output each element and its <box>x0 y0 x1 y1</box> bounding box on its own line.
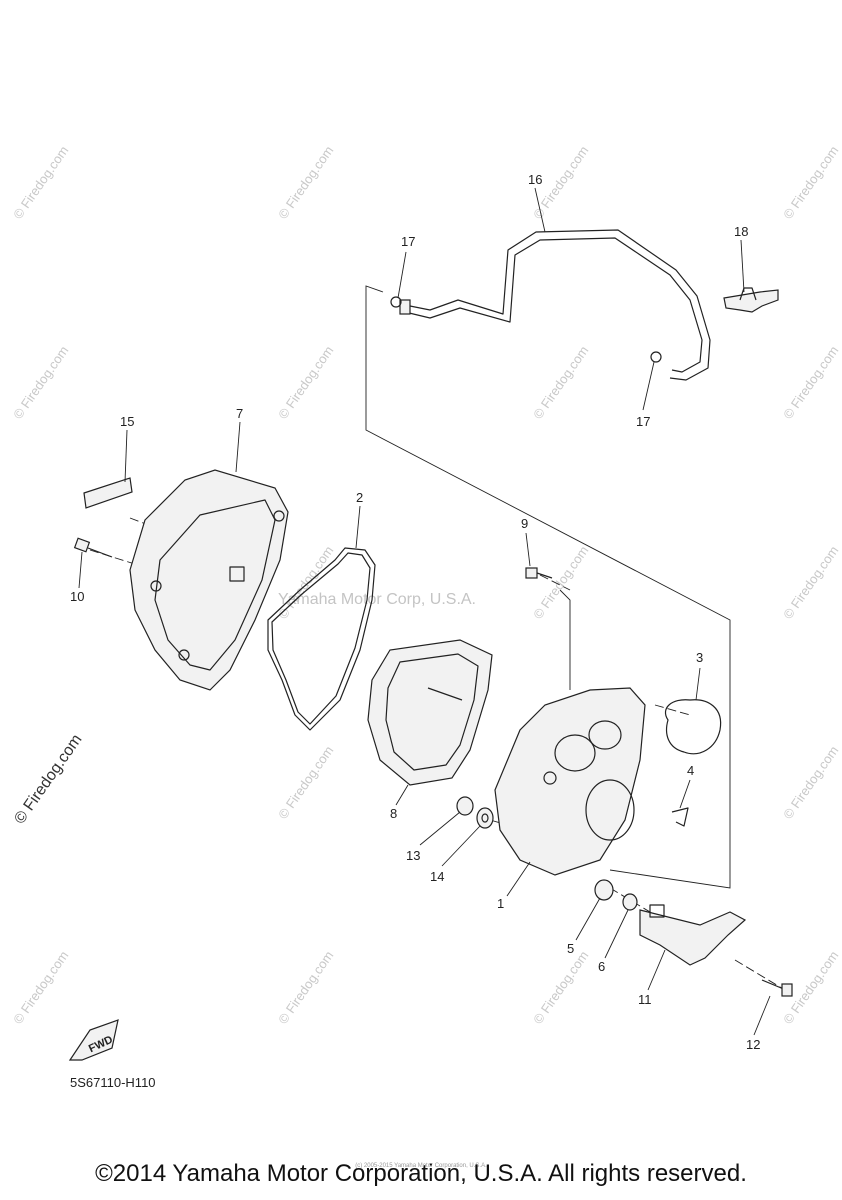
watermark: © Firedog.com <box>11 731 85 827</box>
watermark: © Firedog.com <box>275 743 336 822</box>
callout-13: 13 <box>406 848 420 863</box>
housing-1 <box>494 687 646 876</box>
callout-1: 1 <box>497 896 504 911</box>
watermark: © Firedog.com <box>275 948 336 1027</box>
watermark: © Firedog.com <box>10 343 71 422</box>
watermark: © Firedog.com <box>530 543 591 622</box>
clamp-18 <box>723 287 779 313</box>
bolt-9 <box>525 567 553 579</box>
bracket-11 <box>639 904 747 966</box>
bolt-10 <box>73 537 113 558</box>
callout-labels: 16 17 18 17 15 7 2 9 10 3 4 8 13 14 1 5 … <box>70 172 760 1052</box>
grommet-13 <box>456 796 474 816</box>
watermark: © Firedog.com <box>275 343 336 422</box>
watermark: © Firedog.com <box>530 343 591 422</box>
callout-16: 16 <box>528 172 542 187</box>
watermark: © Firedog.com <box>275 143 336 222</box>
grommet-5 <box>594 879 614 901</box>
washer-14 <box>476 807 494 829</box>
clip-4 <box>671 807 689 827</box>
center-watermark: Yamaha Motor Corp, U.S.A. <box>278 591 476 608</box>
callout-10: 10 <box>70 589 84 604</box>
clip-17 <box>390 296 662 363</box>
hose-16 <box>399 229 711 381</box>
pad-15 <box>83 477 133 509</box>
callout-7: 7 <box>236 406 243 421</box>
leader-lines <box>78 187 771 1036</box>
callout-15: 15 <box>120 414 134 429</box>
watermark: © Firedog.com <box>10 948 71 1027</box>
callout-18: 18 <box>734 224 748 239</box>
callout-12: 12 <box>746 1037 760 1052</box>
fwd-arrow-icon: FWD <box>68 1019 119 1061</box>
watermark: © Firedog.com <box>10 143 71 222</box>
callout-14: 14 <box>430 869 444 884</box>
callout-2: 2 <box>356 490 363 505</box>
callout-5: 5 <box>567 941 574 956</box>
watermark: © Firedog.com <box>780 743 841 822</box>
callout-8: 8 <box>390 806 397 821</box>
callout-6: 6 <box>598 959 605 974</box>
cover-7 <box>129 469 289 691</box>
seal-3 <box>664 699 722 755</box>
watermark: © Firedog.com <box>780 343 841 422</box>
callout-11: 11 <box>638 992 652 1007</box>
bolt-12 <box>761 979 793 997</box>
callout-3: 3 <box>696 650 703 665</box>
copyright-footer: ©2014 Yamaha Motor Corporation, U.S.A. A… <box>95 1160 747 1187</box>
gasket-2 <box>267 547 376 731</box>
callout-17: 17 <box>401 234 415 249</box>
small-copyright: (c) 2005-2015 Yamaha Motor Corporation, … <box>355 1163 487 1169</box>
watermark: © Firedog.com <box>780 143 841 222</box>
element-8 <box>367 639 493 786</box>
watermark: © Firedog.com <box>530 948 591 1027</box>
part-code: 5S67110-H110 <box>70 1075 156 1090</box>
watermark: © Firedog.com <box>780 543 841 622</box>
callout-9: 9 <box>521 516 528 531</box>
callout-17b: 17 <box>636 414 650 429</box>
collar-6 <box>622 893 638 911</box>
callout-4: 4 <box>687 763 694 778</box>
